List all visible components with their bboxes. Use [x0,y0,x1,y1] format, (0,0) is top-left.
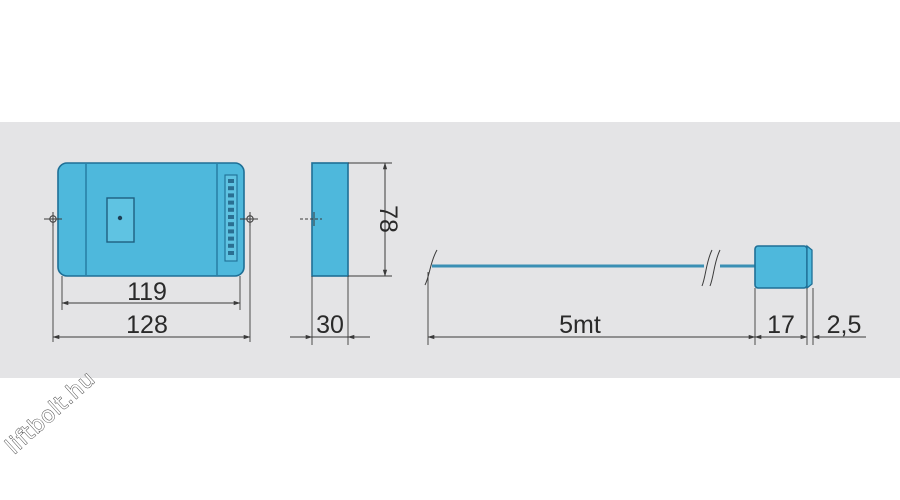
terminal-pin [228,186,234,191]
terminal-pins [228,179,234,255]
dimension-label-30: 30 [316,311,344,339]
dimension-height: 78 [374,162,402,277]
terminal-pin [228,207,234,212]
break-mark-icon [424,249,438,286]
break-mark-icon [701,249,713,287]
dimension-label-128: 128 [126,311,168,339]
control-box-front-view [44,162,258,277]
dimension-sensor-width: 17 [754,311,808,340]
control-box-side-view [300,162,349,277]
dimension-outer-width: 128 [52,311,251,340]
indicator-dot [117,215,123,221]
dimension-label-119: 119 [127,278,167,306]
terminal-pin [228,200,234,205]
terminal-pin [228,236,234,241]
dimension-inner-width: 119 [61,278,241,306]
terminal-pin [228,193,234,198]
terminal-pin [228,229,234,234]
dimension-depth: 30 [290,311,370,340]
cable-assembly [424,244,813,290]
terminal-pin [228,215,234,219]
sensor-head [754,245,808,289]
dimension-flange: 2,5 [795,311,866,340]
watermark-text: liftbolt.hu [1,367,100,460]
terminal-pin [228,222,234,227]
mounting-screw-icon [300,212,322,226]
dimension-cable-length: 5mt [427,311,756,340]
dimension-label-2-5: 2,5 [827,311,862,339]
dimension-label-78: 78 [374,205,402,233]
dimension-label-5mt: 5mt [559,311,601,339]
dimension-label-17: 17 [767,311,795,339]
terminal-pin [228,251,234,255]
terminal-pin [228,243,234,248]
break-mark-icon [709,249,721,287]
sensor-flange [806,244,813,290]
terminal-pin [228,179,234,183]
